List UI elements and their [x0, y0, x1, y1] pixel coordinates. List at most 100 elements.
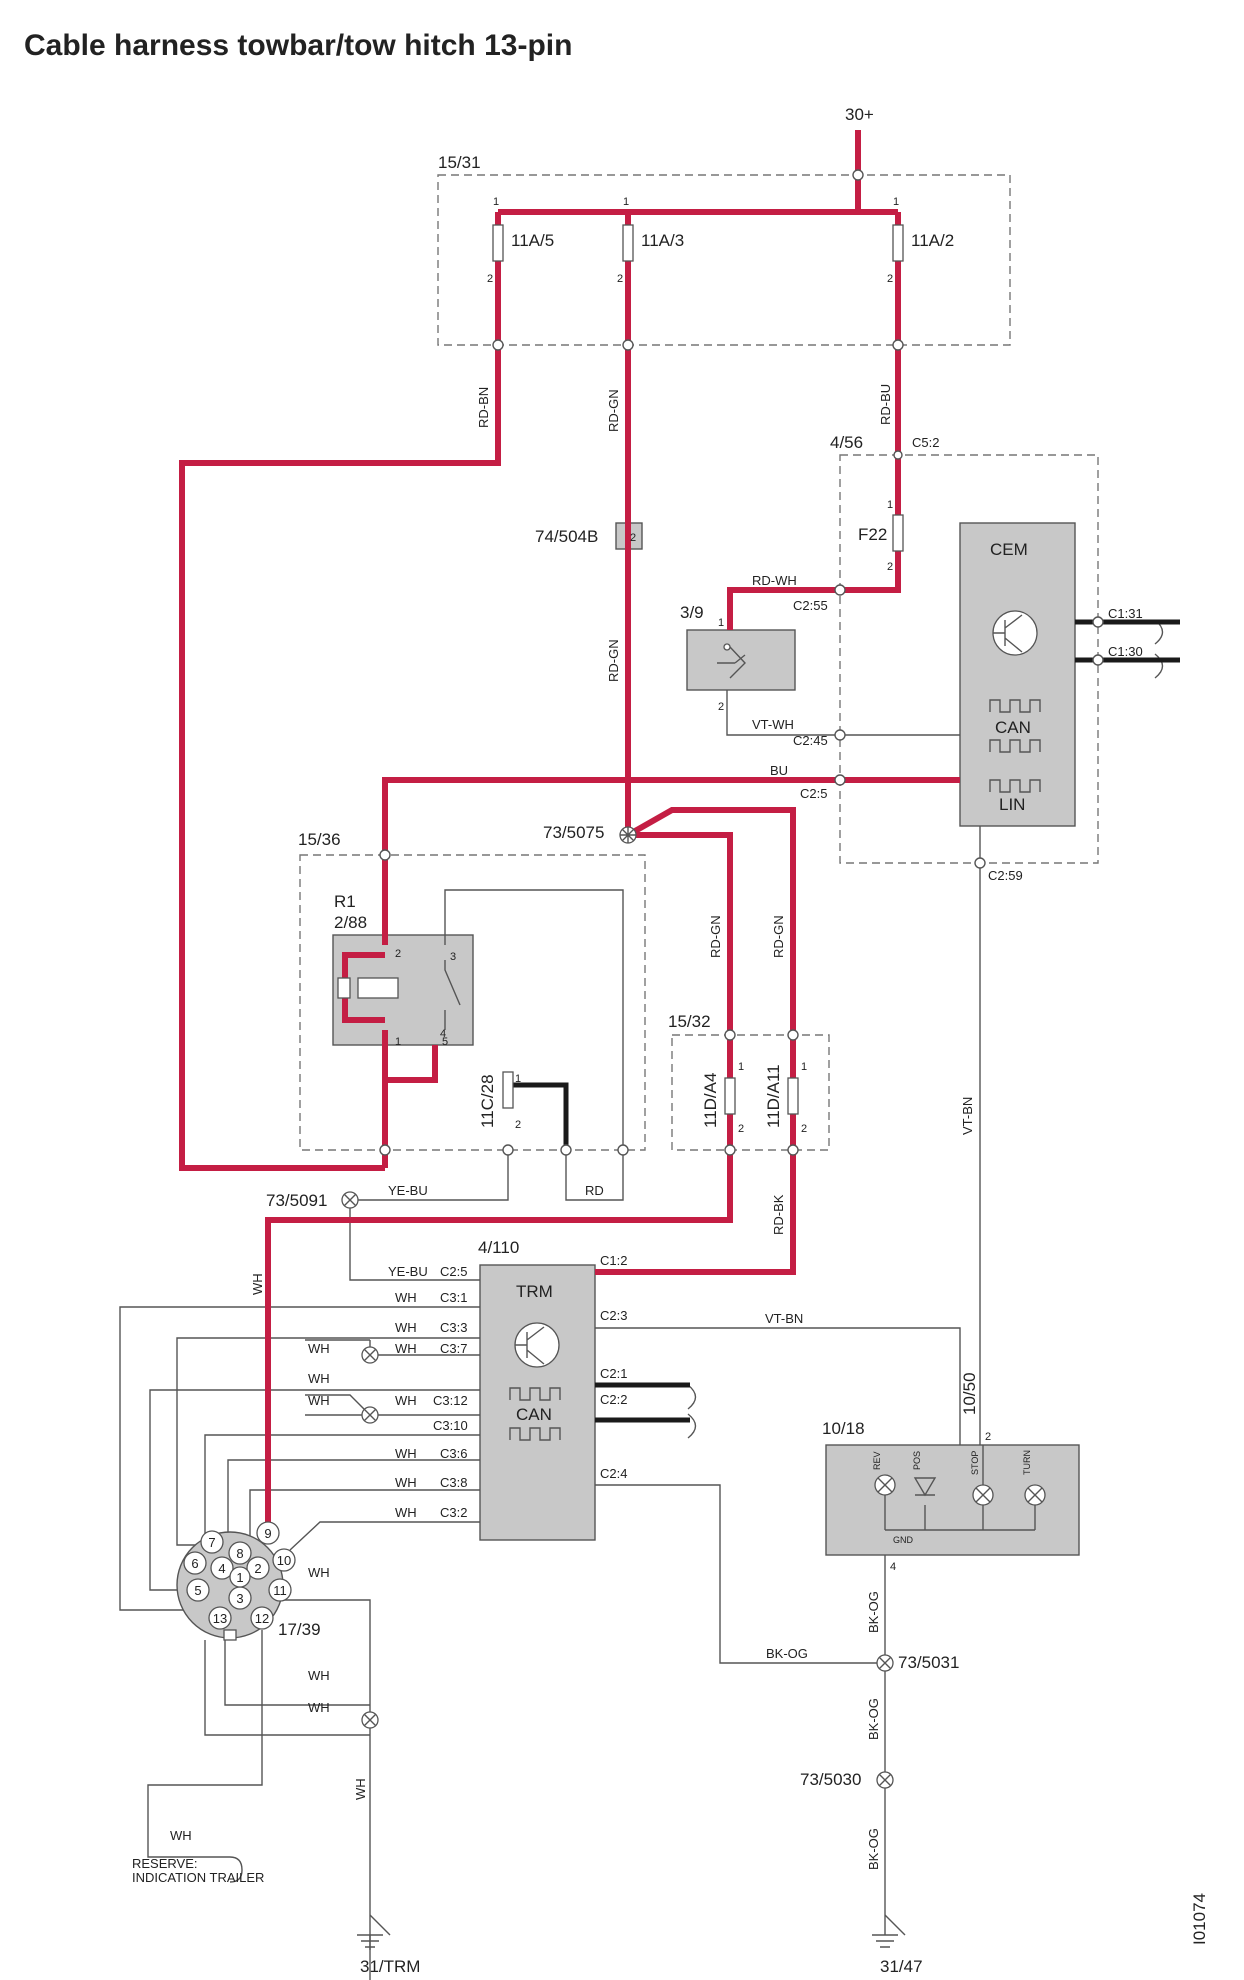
fuse-f22-icon	[892, 514, 904, 552]
svg-text:WH: WH	[308, 1700, 330, 1715]
splice-c3-12-icon	[361, 1406, 379, 1424]
svg-text:BK-OG: BK-OG	[866, 1698, 881, 1740]
svg-text:WH: WH	[395, 1393, 417, 1408]
svg-text:VT-WH: VT-WH	[752, 717, 794, 732]
svg-text:TURN: TURN	[1022, 1450, 1032, 1475]
splice-73-5031-label: 73/5031	[898, 1653, 959, 1672]
svg-text:2: 2	[985, 1431, 991, 1443]
svg-text:C2:2: C2:2	[600, 1392, 627, 1407]
svg-text:C3:10: C3:10	[433, 1418, 468, 1433]
svg-text:C2:1: C2:1	[600, 1366, 627, 1381]
svg-text:11: 11	[273, 1583, 287, 1598]
trm-box	[479, 1264, 596, 1541]
fuse-11a-3-label: 11A/3	[641, 231, 684, 250]
trm-ref-label: 4/110	[478, 1238, 519, 1257]
svg-text:4: 4	[890, 1561, 896, 1573]
svg-text:1: 1	[718, 617, 724, 629]
svg-text:1: 1	[893, 196, 899, 208]
svg-text:1: 1	[236, 1570, 243, 1585]
svg-text:C1:2: C1:2	[600, 1253, 627, 1268]
svg-text:1: 1	[623, 196, 629, 208]
fuse-11c-28-label: 11C/28	[478, 1074, 497, 1128]
ground-trm-label: 31/TRM	[360, 1957, 420, 1976]
trm-label: TRM	[516, 1282, 553, 1301]
splice-73-5030-label: 73/5030	[800, 1770, 861, 1789]
svg-text:BU: BU	[770, 763, 788, 778]
svg-text:2: 2	[887, 561, 893, 573]
svg-text:C1:31: C1:31	[1108, 606, 1143, 621]
supply-30-label: 30+	[845, 105, 874, 124]
cem-box	[959, 522, 1076, 827]
svg-text:1: 1	[887, 499, 893, 511]
lamp-pos-diode-icon	[913, 1477, 937, 1497]
splice-73-5091-icon	[341, 1191, 359, 1209]
svg-text:5: 5	[442, 1036, 448, 1048]
svg-text:2: 2	[254, 1561, 261, 1576]
fuse-11d-a11-label: 11D/A11	[764, 1064, 783, 1128]
cem-transistor-icon	[992, 610, 1038, 656]
svg-text:GND: GND	[893, 1535, 914, 1545]
svg-text:YE-BU: YE-BU	[388, 1183, 428, 1198]
splice-73-5091-label: 73/5091	[266, 1191, 327, 1210]
svg-text:2: 2	[887, 273, 893, 285]
svg-text:2: 2	[718, 701, 724, 713]
relay-box-label: 15/36	[298, 830, 341, 849]
black-wires	[508, 619, 1180, 1423]
svg-text:VT-BN: VT-BN	[765, 1311, 803, 1326]
lamp-turn-icon	[1024, 1484, 1046, 1506]
cem-label: CEM	[990, 540, 1028, 559]
svg-text:WH: WH	[308, 1393, 330, 1408]
svg-text:C3:7: C3:7	[440, 1341, 467, 1356]
svg-text:C2:5: C2:5	[800, 786, 827, 801]
svg-text:2: 2	[738, 1123, 744, 1135]
svg-text:C3:1: C3:1	[440, 1290, 467, 1305]
svg-text:WH: WH	[170, 1828, 192, 1843]
svg-text:C3:2: C3:2	[440, 1505, 467, 1520]
svg-text:2: 2	[801, 1123, 807, 1135]
drawing-id: I01074	[1190, 1893, 1209, 1945]
svg-text:6: 6	[191, 1556, 198, 1571]
cem-module-label: 4/56	[830, 433, 863, 452]
svg-text:WH: WH	[395, 1320, 417, 1335]
lamp-rev-icon	[874, 1474, 896, 1496]
trm-transistor-icon	[514, 1322, 560, 1368]
svg-text:RD-GN: RD-GN	[771, 915, 786, 958]
svg-text:C3:12: C3:12	[433, 1393, 468, 1408]
fuse-11d-a4-label: 11D/A4	[701, 1073, 720, 1128]
svg-text:WH: WH	[395, 1475, 417, 1490]
cem-fuse-label: F22	[858, 525, 887, 544]
svg-text:1: 1	[395, 1036, 401, 1048]
relay-box-15-36-outline	[299, 854, 646, 1151]
svg-text:WH: WH	[395, 1505, 417, 1520]
fuse-11c-28-icon	[502, 1071, 514, 1109]
trm-can-waveform-icon	[509, 1387, 561, 1441]
svg-text:C2:59: C2:59	[988, 868, 1023, 883]
ground-47-label: 31/47	[880, 1957, 923, 1976]
svg-text:C2:5: C2:5	[440, 1264, 467, 1279]
svg-text:C3:3: C3:3	[440, 1320, 467, 1335]
svg-text:3: 3	[236, 1591, 243, 1606]
svg-text:REV: REV	[872, 1451, 882, 1470]
svg-text:RD-GN: RD-GN	[708, 915, 723, 958]
cem-can-label: CAN	[995, 718, 1031, 737]
switch-label: 3/9	[680, 603, 704, 622]
relay-code-label: 2/88	[334, 913, 367, 932]
lamp-conn-label: 10/50	[960, 1372, 979, 1415]
wire-color-labels: RD-BN RD-GN RD-GN RD-GN RD-GN RD-BU RD-W…	[170, 384, 975, 1870]
svg-text:2: 2	[395, 948, 401, 960]
svg-text:2: 2	[515, 1119, 521, 1131]
svg-text:2: 2	[630, 532, 636, 544]
fuse-box-15-32-label: 15/32	[668, 1012, 711, 1031]
svg-text:C2:3: C2:3	[600, 1308, 627, 1323]
svg-text:WH: WH	[308, 1565, 330, 1580]
splice-c3-7-icon	[361, 1346, 379, 1364]
svg-text:C5:2: C5:2	[912, 435, 939, 450]
connector-74-504b-label: 74/504B	[535, 527, 598, 546]
fuse-11a-5-icon	[492, 224, 504, 262]
fuse-box-15-31-label: 15/31	[438, 153, 481, 172]
splice-73-5031-icon	[876, 1654, 894, 1672]
svg-text:C3:6: C3:6	[440, 1446, 467, 1461]
svg-text:2: 2	[617, 273, 623, 285]
junction-points	[379, 169, 1104, 1156]
